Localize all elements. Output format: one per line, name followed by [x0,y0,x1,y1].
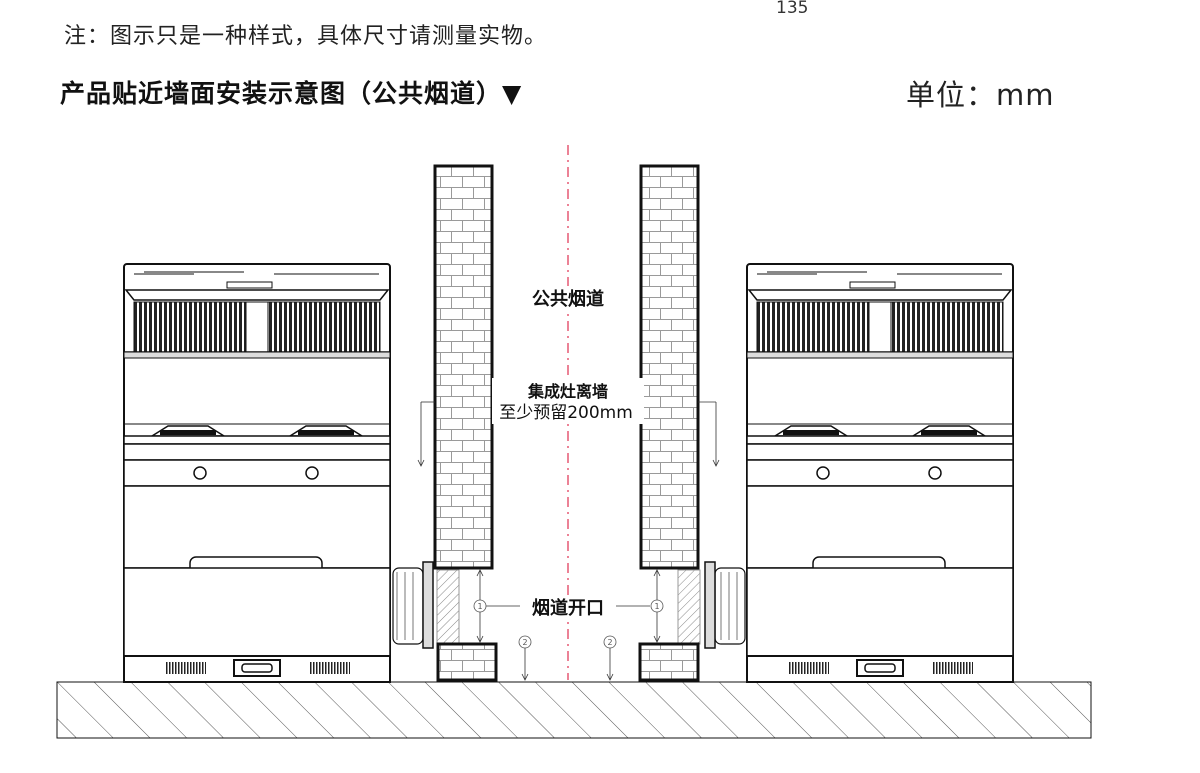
svg-text:1: 1 [477,602,482,611]
unit-label: 单位：mm [906,78,1055,112]
floor [56,681,1092,739]
svg-text:1: 1 [654,602,659,611]
marker-2-left: 2 [518,635,532,649]
svg-text:2: 2 [607,638,612,647]
flue-wall-right [638,164,701,682]
opening-label: 烟道开口 [532,597,604,619]
clearance-label-line1: 集成灶离墙 [527,382,608,401]
marker-2-right: 2 [603,635,617,649]
stove-right [746,263,1014,683]
flue-wall-left [433,164,498,682]
marker-1-left: 1 [473,599,487,613]
stove-left [123,263,391,683]
marker-1-right: 1 [650,599,664,613]
duct-right [704,561,746,649]
clearance-dimension [417,401,720,467]
flue-label: 公共烟道 [532,288,604,310]
page-number: 135 [776,0,809,18]
svg-text:2: 2 [522,638,527,647]
duct-left [392,561,434,649]
note-text: 注：图示只是一种样式，具体尺寸请测量实物。 [64,24,548,49]
page-title: 产品贴近墙面安装示意图（公共烟道）▼ [60,79,523,108]
clearance-label-line2: 至少预留200mm [499,403,633,423]
